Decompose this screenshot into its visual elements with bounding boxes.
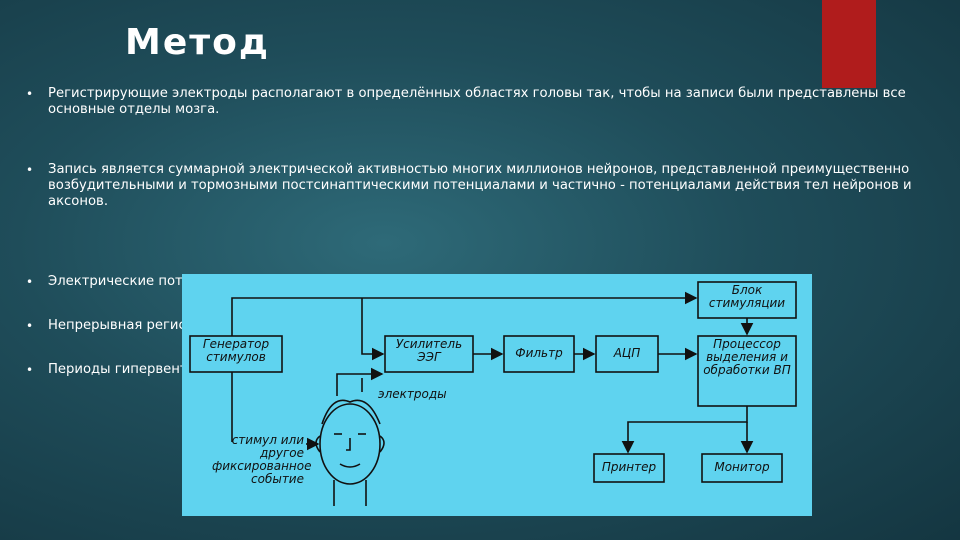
label-generator: Генератор стимулов [202, 337, 270, 364]
label-amplifier: Усилитель ЭЭГ [395, 337, 463, 364]
hair [321, 399, 381, 425]
bullet-text: Запись является суммарной электрической … [48, 162, 912, 209]
label-stimulus: стимул или другое фиксированное событие [212, 433, 312, 486]
label-processor: Процессор выделения и обработки ВП [703, 337, 791, 377]
arrow-top-to-stim [231, 291, 698, 336]
slide-title: Метод [125, 22, 270, 63]
diagram-svg [189, 281, 797, 506]
mouth [339, 463, 361, 468]
bullet-item: • Регистрирующие электроды располагают в … [24, 86, 924, 118]
box-printer [593, 453, 665, 483]
box-generator [189, 335, 283, 373]
bullet-list: • Регистрирующие электроды располагают в … [24, 86, 924, 377]
right-ear [379, 435, 385, 453]
box-monitor [701, 453, 783, 483]
eeg-block-diagram: Блок стимуляции Генератор стимулов Усили… [182, 274, 812, 516]
neck [333, 480, 367, 506]
label-adc: АЦП [613, 346, 641, 360]
arrow-proc-split [621, 406, 748, 454]
label-electrodes: электроды [378, 387, 447, 401]
bullet-dot-icon: • [26, 275, 34, 289]
head-outline [319, 403, 381, 485]
bullet-dot-icon: • [26, 87, 34, 101]
label-filter: Фильтр [515, 346, 563, 360]
bullet-item: • Запись является суммарной электрической… [24, 162, 924, 210]
bullet-text: Регистрирующие электроды располагают в о… [48, 86, 906, 117]
label-monitor: Монитор [714, 460, 770, 474]
label-printer: Принтер [601, 460, 657, 474]
bullet-dot-icon: • [26, 319, 34, 333]
electrode-wire-1 [336, 367, 384, 396]
left-ear [315, 435, 321, 453]
label-stim-block: Блок стимуляции [708, 283, 786, 310]
accent-bar [822, 0, 876, 88]
bullet-dot-icon: • [26, 163, 34, 177]
nose [346, 438, 351, 451]
arrow-to-amp-top [361, 298, 385, 361]
bullet-dot-icon: • [26, 363, 34, 377]
